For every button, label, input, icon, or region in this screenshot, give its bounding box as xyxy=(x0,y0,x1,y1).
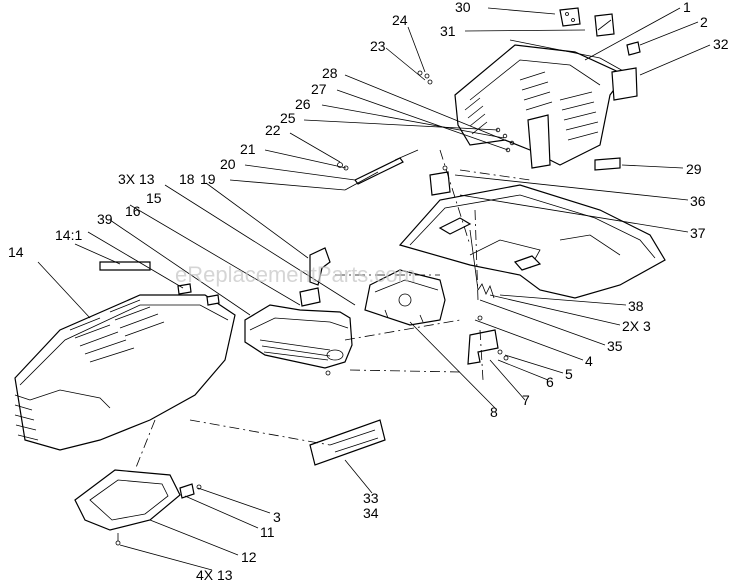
hardware-23-24 xyxy=(417,70,433,85)
label-21: 21 xyxy=(240,141,256,157)
label-3: 3 xyxy=(273,509,281,525)
label-31: 31 xyxy=(440,23,456,39)
label-2: 2 xyxy=(700,14,708,30)
callout-labels: 30 31 1 2 32 24 23 28 27 26 25 22 21 20 … xyxy=(8,0,729,583)
label-4x13: 4X 13 xyxy=(196,567,233,583)
label-30: 30 xyxy=(455,0,471,15)
label-38: 38 xyxy=(628,298,644,314)
label-5: 5 xyxy=(565,366,573,382)
label-12: 12 xyxy=(241,549,257,565)
decal-29 xyxy=(594,157,621,171)
linkage-rod-19-21 xyxy=(337,149,419,191)
label-4: 4 xyxy=(585,353,593,369)
label-3x13: 3X 13 xyxy=(118,171,155,187)
spring-38 xyxy=(469,229,495,299)
label-34: 34 xyxy=(363,505,379,521)
label-1: 1 xyxy=(683,0,691,15)
label-22: 22 xyxy=(265,122,281,138)
label-36: 36 xyxy=(690,193,706,209)
hood-14 xyxy=(14,261,236,451)
label-35: 35 xyxy=(607,338,623,354)
dash-panel-15 xyxy=(244,287,353,376)
rear-fender-assembly xyxy=(454,39,626,169)
watermark-text: eReplacementParts.com xyxy=(175,262,416,287)
label-16: 16 xyxy=(125,203,141,219)
bracket-36 xyxy=(429,165,451,196)
label-32: 32 xyxy=(713,36,729,52)
leader-lines xyxy=(37,7,711,571)
battery-tray-12 xyxy=(74,469,202,546)
decal-33-34 xyxy=(309,419,386,466)
label-11: 11 xyxy=(260,524,275,540)
label-39: 39 xyxy=(97,211,113,227)
label-18: 18 xyxy=(179,171,195,187)
label-28: 28 xyxy=(322,65,338,81)
label-26: 26 xyxy=(295,96,311,112)
label-6: 6 xyxy=(546,374,554,390)
assembly-centerlines xyxy=(134,149,531,471)
label-15: 15 xyxy=(146,190,162,206)
label-24: 24 xyxy=(392,12,408,28)
label-19: 19 xyxy=(200,171,216,187)
label-27: 27 xyxy=(311,81,327,97)
label-8: 8 xyxy=(490,404,498,420)
label-37: 37 xyxy=(690,225,706,241)
label-7: 7 xyxy=(522,392,530,408)
bracket-4-7 xyxy=(467,315,509,365)
clip-2 xyxy=(626,41,641,56)
dash-bracket-8 xyxy=(364,269,446,326)
label-14-1: 14:1 xyxy=(55,227,82,243)
decal-32 xyxy=(611,67,638,101)
bracket-3x13 xyxy=(309,247,331,286)
decal-30 xyxy=(559,7,581,27)
label-23: 23 xyxy=(370,38,386,54)
decal-31 xyxy=(594,13,615,37)
label-33: 33 xyxy=(363,490,379,506)
label-25: 25 xyxy=(280,110,296,126)
label-29: 29 xyxy=(686,161,702,177)
label-2x3: 2X 3 xyxy=(622,318,651,334)
foot-pan xyxy=(398,184,666,299)
label-14: 14 xyxy=(8,244,24,260)
label-20: 20 xyxy=(220,156,236,172)
